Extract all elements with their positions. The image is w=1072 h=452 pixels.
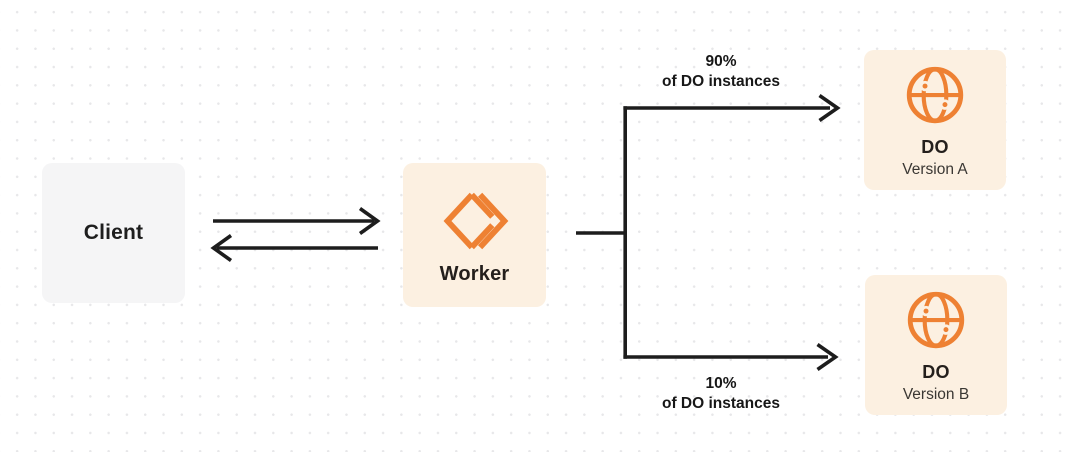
do-version-a-node: DO Version A: [864, 50, 1006, 190]
client-node: Client: [42, 163, 185, 303]
edge-label-90-percent: 90% of DO instances: [611, 52, 831, 92]
arrow-client-to-worker: [213, 207, 381, 235]
edge-label-10-percent: 10% of DO instances: [611, 374, 831, 414]
globe-icon: [902, 62, 968, 128]
edge-caption: of DO instances: [662, 73, 780, 90]
workers-logo-icon: [438, 189, 512, 253]
arrow-worker-to-client: [210, 234, 378, 262]
do-version-b-node: DO Version B: [865, 275, 1007, 415]
do-b-subtitle: Version B: [902, 385, 970, 403]
globe-icon: [903, 287, 969, 353]
do-b-title: DO: [922, 361, 950, 382]
edge-percent: 90%: [705, 53, 737, 70]
client-label: Client: [83, 221, 144, 244]
edge-caption: of DO instances: [662, 395, 780, 412]
edge-percent: 10%: [705, 375, 737, 392]
worker-label: Worker: [439, 262, 510, 285]
do-a-title: DO: [921, 136, 949, 157]
worker-node: Worker: [403, 163, 546, 307]
branch-lines: [576, 94, 841, 371]
do-a-subtitle: Version A: [902, 160, 968, 178]
